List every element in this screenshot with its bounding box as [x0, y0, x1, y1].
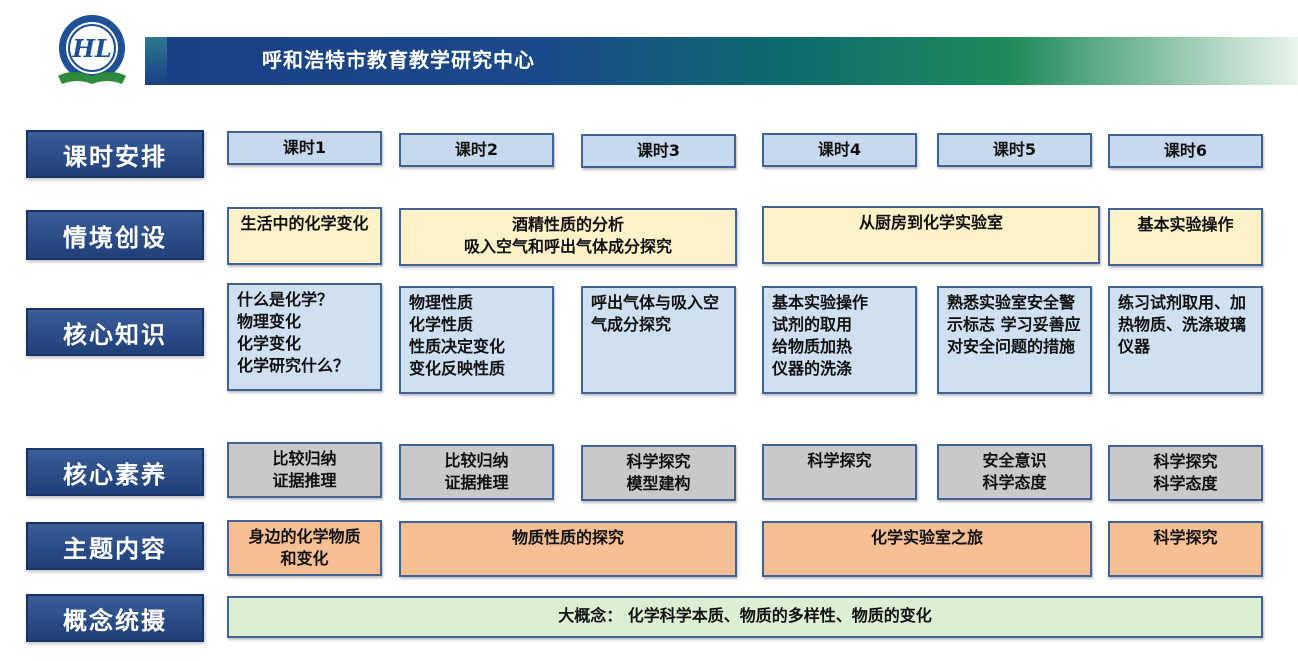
knowledge-cell: 物理性质 化学性质 性质决定变化 变化反映性质 [399, 286, 554, 394]
lesson-cell: 课时3 [581, 134, 736, 168]
lesson-cell: 课时6 [1108, 134, 1263, 168]
literacy-cell: 科学探究 模型建构 [581, 445, 736, 501]
row-label-situations: 情境创设 [26, 210, 204, 260]
situation-cell: 酒精性质的分析 吸入空气和呼出气体成分探究 [399, 208, 737, 266]
row-label-themes: 主题内容 [26, 522, 204, 570]
literacy-cell: 科学探究 科学态度 [1108, 445, 1263, 501]
concept-cell: 大概念： 化学科学本质、物质的多样性、物质的变化 [227, 596, 1263, 638]
lesson-cell: 课时5 [937, 133, 1092, 167]
theme-cell: 物质性质的探究 [399, 521, 737, 577]
knowledge-cell: 熟悉实验室安全警示标志 学习妥善应对安全问题的措施 [937, 286, 1092, 394]
literacy-cell: 安全意识 科学态度 [937, 444, 1092, 500]
page-title: 呼和浩特市教育教学研究中心 [262, 48, 535, 72]
literacy-cell: 比较归纳 证据推理 [399, 444, 554, 500]
row-label-literacy: 核心素养 [26, 448, 204, 496]
svg-text:HL: HL [71, 34, 112, 63]
situation-cell: 生活中的化学变化 [227, 207, 382, 265]
row-label-lessons: 课时安排 [26, 130, 204, 178]
situation-cell: 从厨房到化学实验室 [762, 206, 1100, 264]
lesson-cell: 课时1 [227, 131, 382, 165]
logo: HL [52, 14, 132, 88]
situation-cell: 基本实验操作 [1108, 208, 1263, 266]
banner-notch [145, 37, 167, 85]
theme-cell: 身边的化学物质 和变化 [227, 520, 382, 576]
literacy-cell: 比较归纳 证据推理 [227, 442, 382, 498]
theme-cell: 化学实验室之旅 [762, 521, 1092, 577]
row-label-knowledge: 核心知识 [26, 308, 204, 356]
lesson-cell: 课时4 [762, 133, 917, 167]
knowledge-cell: 呼出气体与吸入空气成分探究 [581, 286, 736, 394]
row-label-concept: 概念统摄 [26, 594, 204, 642]
knowledge-cell: 练习试剂取用、加热物质、洗涤玻璃仪器 [1108, 286, 1263, 394]
theme-cell: 科学探究 [1108, 521, 1263, 577]
knowledge-cell: 什么是化学？ 物理变化 化学变化 化学研究什么？ [227, 283, 382, 391]
literacy-cell: 科学探究 [762, 444, 917, 500]
knowledge-cell: 基本实验操作 试剂的取用 给物质加热 仪器的洗涤 [762, 286, 917, 394]
header-banner [145, 37, 1298, 85]
lesson-cell: 课时2 [399, 133, 554, 167]
